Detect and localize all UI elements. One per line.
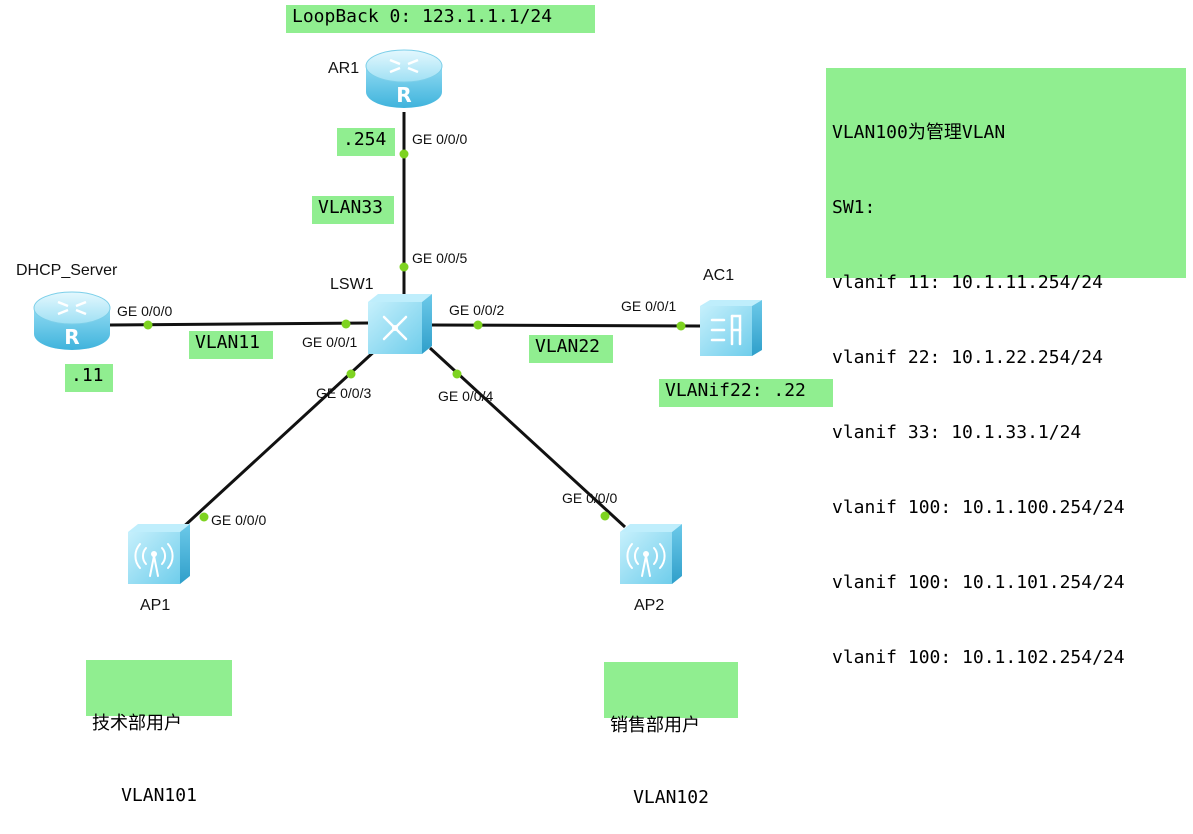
ap2-label: AP2 [634, 597, 665, 614]
svg-text:R: R [64, 325, 79, 349]
port-label-ar1-ge000: GE 0/0/0 [412, 131, 468, 147]
link-lsw1-ac1 [431, 323, 701, 328]
port-dot-lsw1-ge004 [452, 369, 462, 379]
ap1-label: AP1 [140, 597, 171, 614]
lsw1-label: LSW1 [330, 276, 374, 293]
lsw1-switch-icon[interactable] [366, 292, 436, 356]
vlan11-note: VLAN11 [189, 331, 273, 359]
sw1-config-line-1: VLAN100为管理VLAN [832, 122, 1006, 143]
port-dot-ap1-ge000 [199, 512, 209, 522]
sw1-config-line-5: vlanif 33: 10.1.33.1/24 [832, 422, 1082, 443]
ar1-ip-note: .254 [337, 128, 395, 156]
port-dot-lsw1-ge001 [341, 319, 351, 329]
link-dhcp-lsw1 [109, 321, 371, 327]
port-label-lsw1-ge003: GE 0/0/3 [316, 385, 372, 401]
port-label-ac1-ge001: GE 0/0/1 [621, 298, 677, 314]
port-dot-ar1-ge000 [399, 149, 409, 159]
port-dot-lsw1-ge005 [399, 262, 409, 272]
sw1-config-line-7: vlanif 100: 10.1.101.254/24 [832, 572, 1125, 593]
tech-dept-note: 技术部用户 VLAN101 [86, 660, 232, 806]
sales-vlan-label: VLAN102 [633, 787, 709, 808]
port-dot-ac1-ge001 [676, 321, 686, 331]
port-dot-dhcp-ge000 [143, 320, 153, 330]
sales-dept-label: 销售部用户 [610, 715, 700, 736]
ac1-label: AC1 [703, 267, 735, 284]
vlan33-note: VLAN33 [312, 196, 394, 224]
ar1-router-icon[interactable]: R [364, 46, 444, 112]
dhcp-server-label: DHCP_Server [16, 262, 118, 279]
tech-dept-label: 技术部用户 [92, 713, 182, 734]
svg-text:R: R [396, 83, 411, 107]
ac1-access-controller-icon[interactable] [698, 298, 768, 358]
sw1-config-line-6: vlanif 100: 10.1.100.254/24 [832, 497, 1125, 518]
topology-links [109, 112, 701, 532]
port-dot-ap2-ge000 [600, 511, 610, 521]
port-label-lsw1-ge002: GE 0/0/2 [449, 302, 505, 318]
sw1-config-line-2: SW1: [832, 197, 876, 218]
port-label-ap1-ge000: GE 0/0/0 [211, 512, 267, 528]
sw1-config-note: VLAN100为管理VLAN SW1: vlanif 11: 10.1.11.2… [826, 68, 1186, 668]
vlan22-note: VLAN22 [529, 335, 613, 363]
sales-dept-note: 销售部用户 VLAN102 [604, 662, 738, 808]
port-dot-lsw1-ge003 [346, 369, 356, 379]
sw1-config-line-8: vlanif 100: 10.1.102.254/24 [832, 647, 1125, 668]
sw1-config-line-4: vlanif 22: 10.1.22.254/24 [832, 347, 1103, 368]
sw1-config-line-3: vlanif 11: 10.1.11.254/24 [832, 272, 1103, 293]
ac-vlanif-note: VLANif22: .22 [659, 379, 833, 407]
link-lsw1-ap2 [428, 346, 627, 529]
port-label-lsw1-ge005: GE 0/0/5 [412, 250, 468, 266]
port-label-lsw1-ge004: GE 0/0/4 [438, 388, 494, 404]
link-lsw1-ap1 [178, 346, 380, 532]
ap1-wireless-ap-icon[interactable] [126, 522, 196, 586]
dhcp-server-router-icon[interactable]: R [32, 288, 112, 354]
tech-vlan-label: VLAN101 [121, 785, 197, 806]
ar1-label: AR1 [328, 60, 360, 77]
loopback-note: LoopBack 0: 123.1.1.1/24 [286, 5, 595, 33]
port-label-ap2-ge000: GE 0/0/0 [562, 490, 618, 506]
ap2-wireless-ap-icon[interactable] [618, 522, 688, 586]
port-label-lsw1-ge001: GE 0/0/1 [302, 334, 358, 350]
port-dot-lsw1-ge002 [473, 320, 483, 330]
dhcp-ip-note: .11 [65, 364, 113, 392]
port-label-dhcp-ge000: GE 0/0/0 [117, 303, 173, 319]
